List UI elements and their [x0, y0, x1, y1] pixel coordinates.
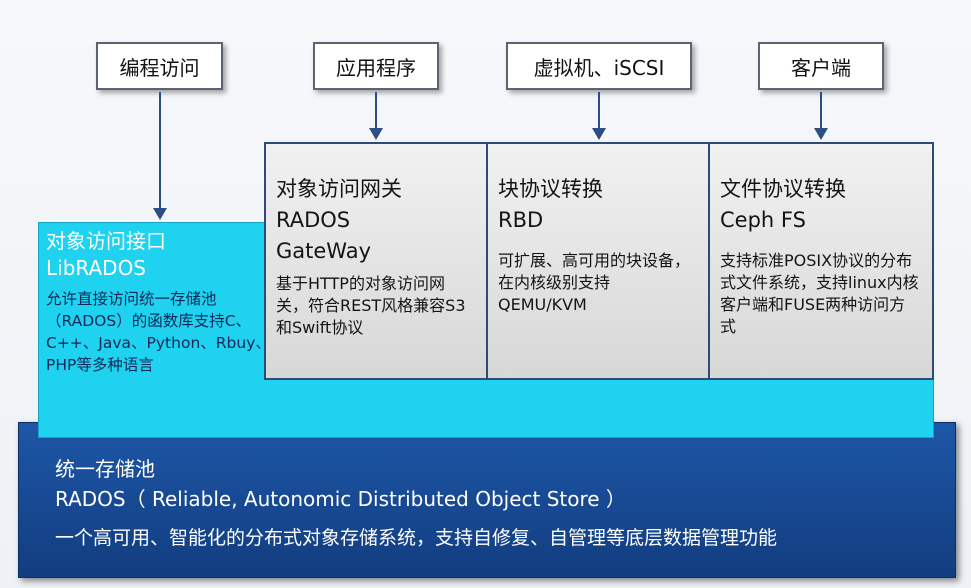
radosgw-name-line1: RADOS — [276, 208, 351, 232]
rbd-description: 可扩展、高可用的块设备，在内核级别支持QEMU/KVM — [498, 251, 691, 314]
radosgw-title: 对象访问网关 — [276, 177, 402, 201]
rados-description: 一个高可用、智能化的分布式对象存储系统，支持自修复、自管理等底层数据管理功能 — [55, 527, 778, 549]
vm-iscsi-box: 虚拟机、iSCSI — [506, 42, 692, 90]
rbd-title: 块协议转换 — [498, 177, 603, 201]
cephfs-block: 文件协议转换 Ceph FS 支持标准POSIX协议的分布式文件系统，支持lin… — [708, 142, 934, 380]
librados-title: 对象访问接口 — [46, 229, 166, 253]
radosgw-name-line2: GateWay — [276, 239, 372, 263]
arrow-to-librados — [153, 92, 167, 220]
librados-name: LibRADOS — [46, 256, 146, 280]
rbd-block: 块协议转换 RBD 可扩展、高可用的块设备，在内核级别支持QEMU/KVM — [486, 142, 710, 380]
rbd-name: RBD — [498, 208, 544, 232]
librados-description: 允许直接访问统一存储池（RADOS）的函数库支持C、C++、Java、Pytho… — [46, 290, 271, 374]
cephfs-name: Ceph FS — [720, 208, 806, 232]
radosgw-block: 对象访问网关 RADOS GateWay 基于HTTP的对象访问网关，符合RES… — [264, 142, 488, 380]
arrow-to-cephfs — [814, 92, 828, 140]
radosgw-description: 基于HTTP的对象访问网关，符合REST风格兼容S3和Swift协议 — [276, 274, 466, 337]
librados-block: 对象访问接口 LibRADOS 允许直接访问统一存储池（RADOS）的函数库支持… — [38, 222, 271, 438]
cephfs-description: 支持标准POSIX协议的分布式文件系统，支持linux内核客户端和FUSE两种访… — [720, 251, 919, 336]
cephfs-title: 文件协议转换 — [720, 177, 846, 201]
programming-access-box: 编程访问 — [96, 42, 223, 90]
rados-storage-pool: 统一存储池 RADOS（ Reliable, Autonomic Distrib… — [18, 422, 956, 578]
rados-title: 统一存储池 — [55, 457, 155, 481]
client-box: 客户端 — [758, 42, 884, 90]
application-box: 应用程序 — [313, 42, 439, 90]
arrow-to-radosgw — [369, 92, 383, 140]
arrow-to-rbd — [592, 92, 606, 140]
rados-subtitle: RADOS（ Reliable, Autonomic Distributed O… — [55, 487, 626, 511]
